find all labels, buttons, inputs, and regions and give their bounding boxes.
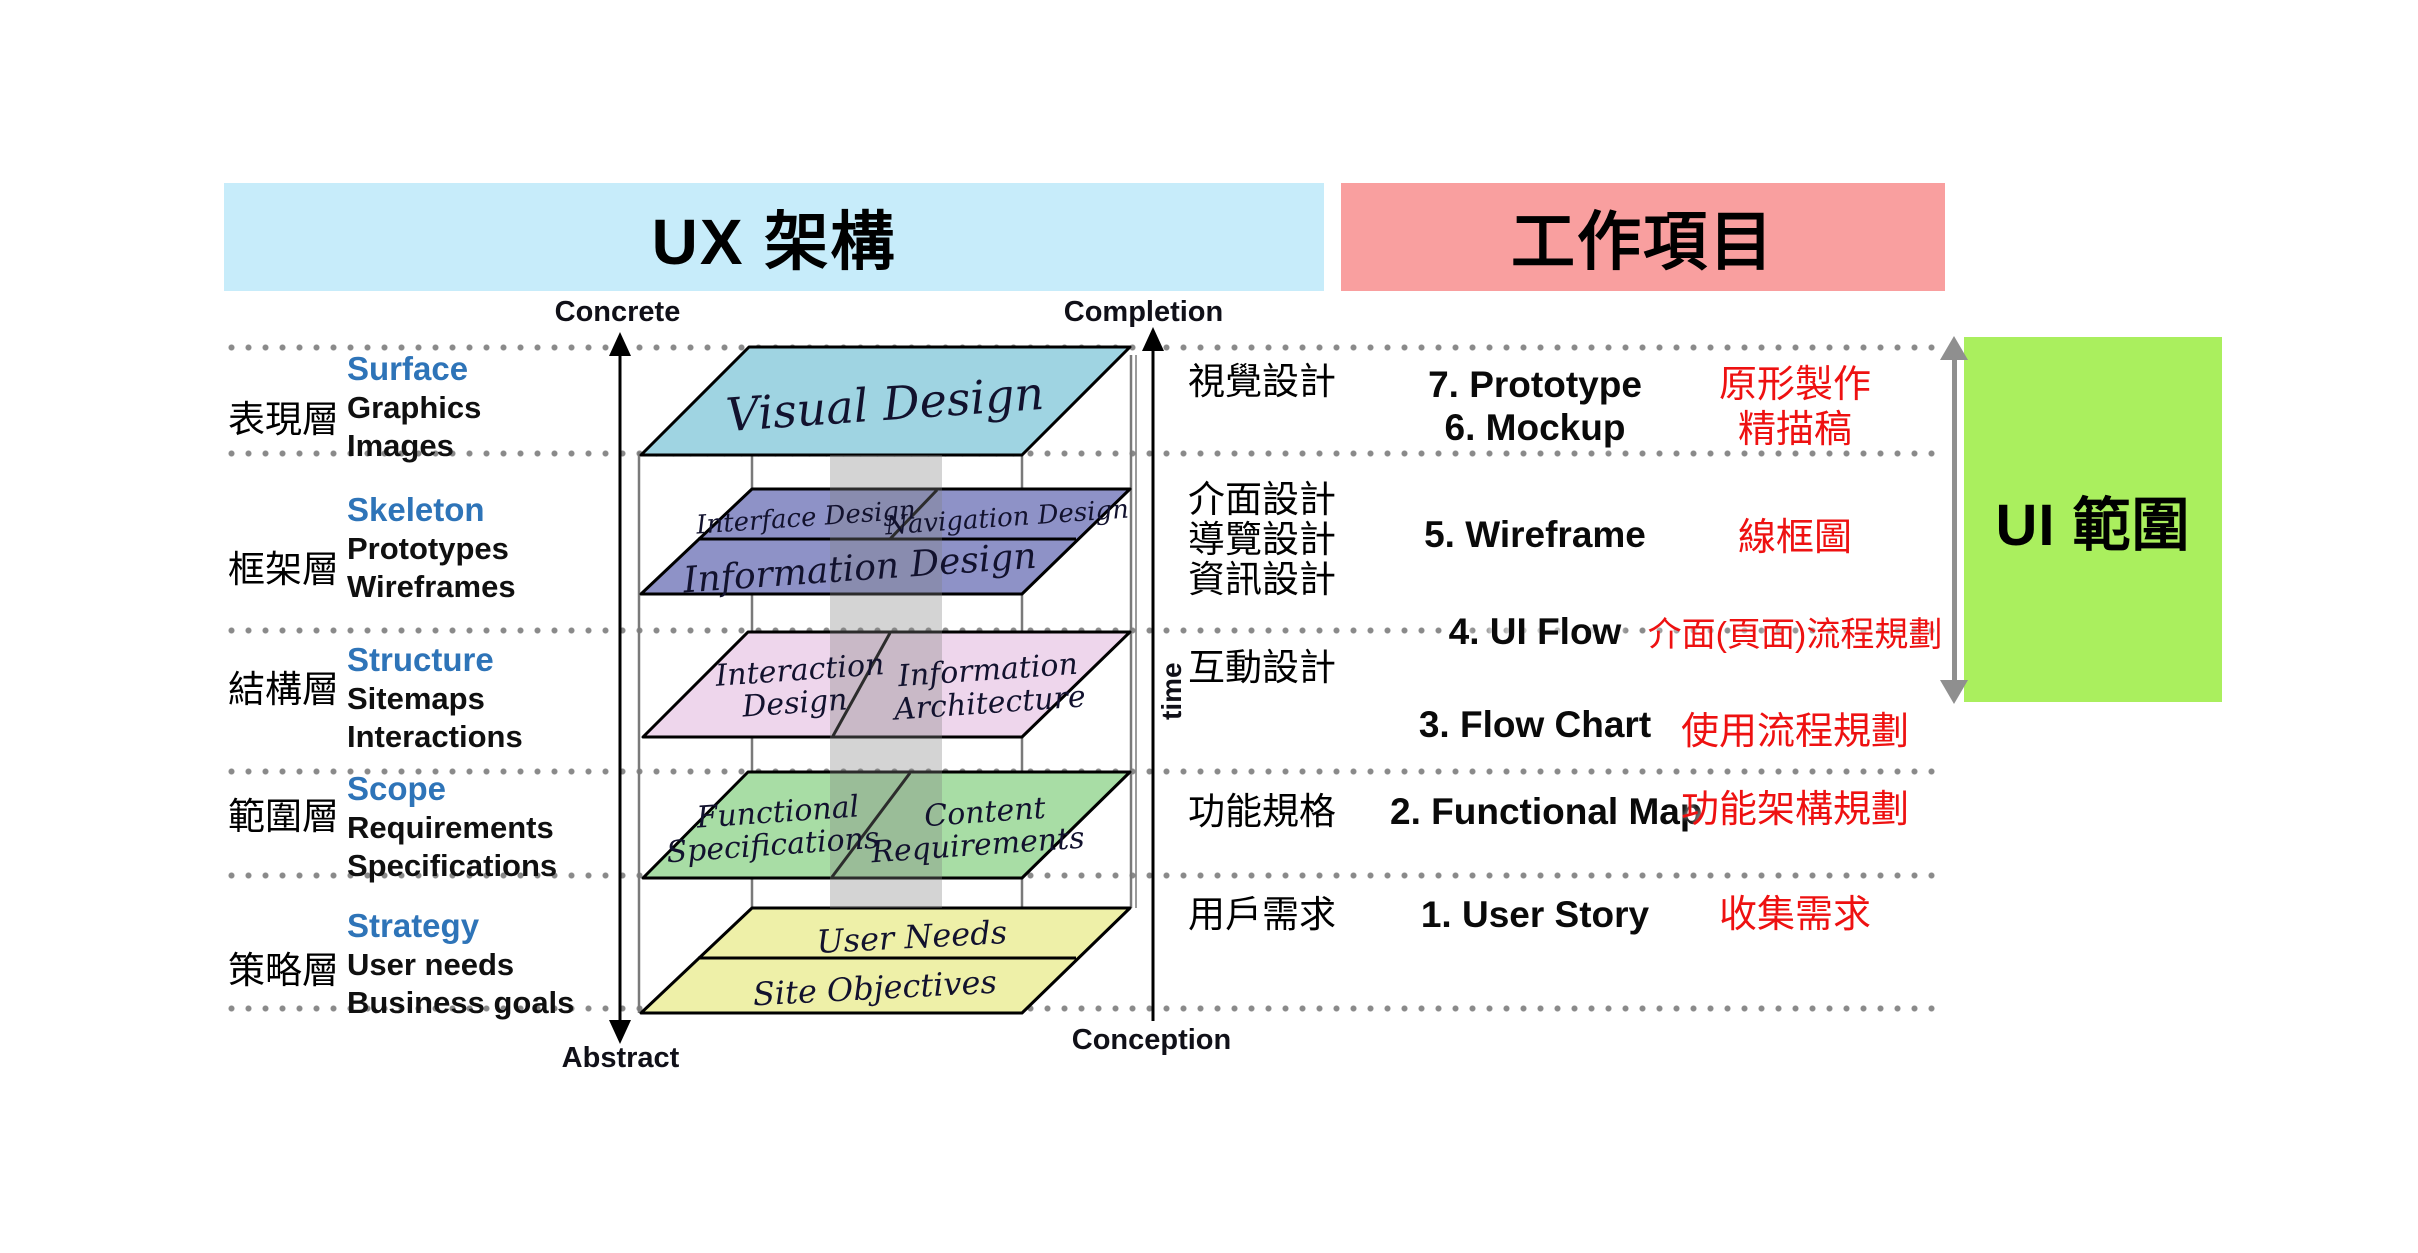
ui-scope-box: UI 範圍 [1964,337,2222,702]
axis-caption-abstract: Abstract [561,1042,680,1074]
plane-structure-split [831,632,892,737]
dotted-line-5 [228,872,1944,879]
layer-line: Interactions [347,719,523,754]
layer-title-surface: Surface [347,350,469,387]
label-content-requirements-1: Content [923,791,1048,834]
layer-zh-surface: 表現層 [228,399,339,440]
category-visual-design: 視覺設計 [1188,361,1336,402]
layer-line: Images [347,428,454,463]
task-user-story: 1. User Story [1420,894,1650,935]
layer-en-structure: Structure Sitemaps Interactions [347,641,523,757]
note-mockup: 精描稿 [1737,409,1852,451]
layer-line: Graphics [347,389,482,425]
note-ui-flow: 介面(頁面)流程規劃 [1647,616,1943,654]
dotted-line-2 [228,450,1944,457]
note-prototype: 原形製作 [1718,364,1871,406]
task-mockup: 6. Mockup [1444,407,1626,448]
ui-scope-arrow-down [1940,680,1968,704]
category-information-design: 資訊設計 [1188,559,1336,600]
axis-caption-concrete: Concrete [554,296,681,328]
gray-column-band [830,455,942,908]
layer-title-structure: Structure [347,641,494,678]
plane-skeleton-cell-split [888,488,939,541]
plane-scope-split [830,772,912,878]
note-functional-map: 功能架構規劃 [1680,789,1909,831]
axis-caption-conception: Conception [1071,1024,1232,1056]
plane-visual-design [639,345,1132,457]
layer-title-skeleton: Skeleton [347,491,485,528]
layer-zh-structure: 結構層 [228,669,339,710]
axis-caption-time: time [1156,662,1187,720]
layer-line: Prototypes [347,530,509,566]
layer-zh-skeleton: 框架層 [228,549,339,590]
header-ux-architecture: UX 架構 [224,183,1324,291]
layer-zh-scope: 範圍層 [228,796,339,837]
plane-skeleton [639,487,1132,596]
task-functional-map: 2. Functional Map [1390,791,1703,832]
layer-en-surface: Surface Graphics Images [347,350,481,466]
ui-scope-arrow-up [1940,336,1968,360]
layer-en-skeleton: Skeleton Prototypes Wireframes [347,491,516,607]
dotted-line-6 [228,1005,1944,1012]
category-functional-spec: 功能規格 [1188,791,1336,832]
axis-arrow-down-left [609,1020,631,1044]
note-user-story: 收集需求 [1718,894,1871,936]
layer-line: User needs [347,946,515,982]
axis-arrow-up-right [1142,327,1164,351]
note-wireframe: 線框圖 [1737,517,1852,559]
layer-line: Sitemaps [347,680,485,716]
layer-line: Business goals [347,985,575,1020]
task-prototype: 7. Prototype [1428,364,1642,405]
category-user-requirements: 用戶需求 [1188,894,1336,935]
ui-scope-range-arrow [1952,358,1957,682]
plane-strategy [639,906,1132,1015]
task-ui-flow: 4. UI Flow [1448,611,1622,652]
plane-scope [641,770,1132,880]
layer-title-strategy: Strategy [347,907,480,944]
category-interaction-design: 互動設計 [1188,647,1336,688]
category-navigation-design: 導覽設計 [1188,519,1336,560]
axis-arrow-up-left [609,332,631,356]
axis-caption-completion: Completion [1063,296,1224,328]
plane-structure [641,630,1132,739]
label-interaction-design-2: Design [740,682,849,724]
layer-line: Requirements [347,809,554,845]
layer-title-scope: Scope [347,770,447,807]
note-flow-chart: 使用流程規劃 [1680,711,1909,753]
layer-line: Specifications [347,848,558,883]
layer-zh-strategy: 策略層 [228,950,339,991]
category-interface-design: 介面設計 [1188,479,1336,520]
layer-line: Wireframes [347,569,516,604]
layer-en-scope: Scope Requirements Specifications [347,770,557,886]
header-work-items: 工作項目 [1341,183,1945,291]
task-wireframe: 5. Wireframe [1424,514,1646,555]
layer-en-strategy: Strategy User needs Business goals [347,907,574,1023]
task-flow-chart: 3. Flow Chart [1418,704,1652,745]
